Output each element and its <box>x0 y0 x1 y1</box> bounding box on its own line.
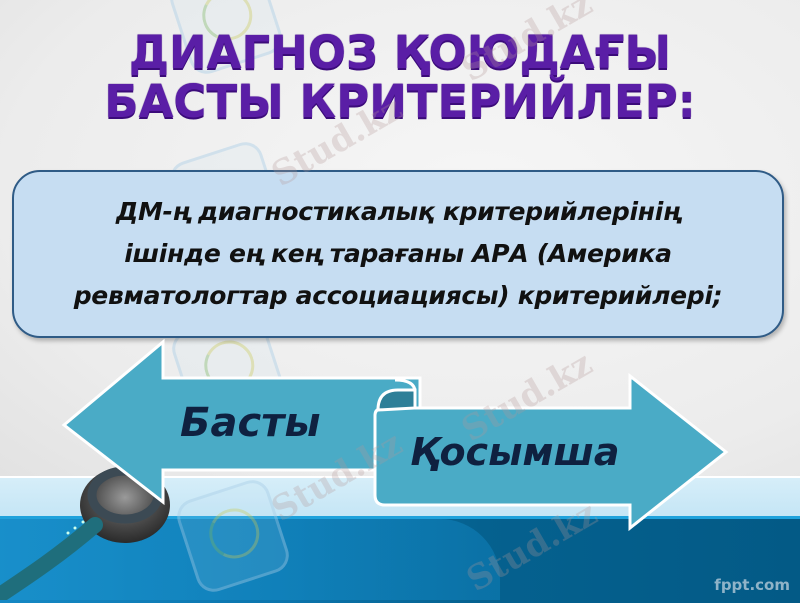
right-arrow-label: Қосымша <box>410 430 620 474</box>
criteria-line-3: ревматологтар ассоциациясы) критерийлері… <box>73 281 723 310</box>
criteria-text: ДМ-ң диагностикалық критерийлерінің ішін… <box>74 191 723 317</box>
criteria-line-1: ДМ-ң диагностикалық критерийлерінің <box>116 197 680 226</box>
criteria-textbox: ДМ-ң диагностикалық критерийлерінің ішін… <box>12 170 784 338</box>
title-line-1: ДИАГНОЗ ҚОЮДАҒЫ <box>128 26 672 79</box>
title-line-2: БАСТЫ КРИТЕРИЙЛЕР: <box>104 75 696 128</box>
criteria-line-2: ішінде ең кең тарағаны АРА (Америка <box>124 239 672 268</box>
slide-title: ДИАГНОЗ ҚОЮДАҒЫ БАСТЫ КРИТЕРИЙЛЕР: <box>0 28 800 126</box>
ribbon-curl-shape <box>376 388 417 412</box>
footer-brand: fppt.com <box>714 576 790 594</box>
left-arrow-label: Басты <box>180 400 321 446</box>
